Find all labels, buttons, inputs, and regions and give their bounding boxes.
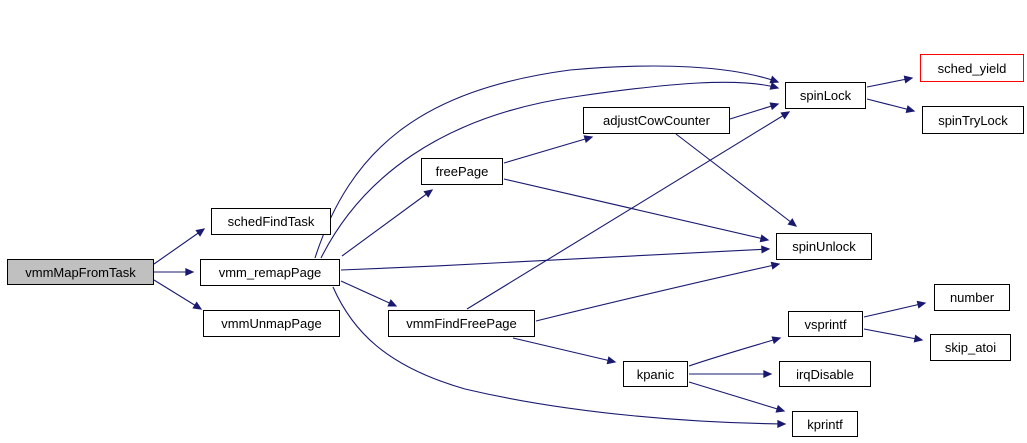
edge-kpanic-to-vsprintf [688,336,782,367]
edge-vmmMapFromTask-to-vmmUnmapPage [153,279,203,310]
node-spinUnlock[interactable]: spinUnlock [776,233,872,260]
edge-vmm_remapPage-to-freePage [341,189,434,257]
node-adjustCowCounter[interactable]: adjustCowCounter [583,107,730,134]
node-kprintf[interactable]: kprintf [792,411,858,437]
node-spinLock[interactable]: spinLock [785,82,866,109]
node-schedFindTask[interactable]: schedFindTask [211,208,331,235]
node-vsprintf[interactable]: vsprintf [788,311,863,337]
edge-spinLock-to-sched_yield [866,75,914,88]
node-vmmUnmapPage[interactable]: vmmUnmapPage [203,310,340,337]
edge-vmm_remapPage-to-kprintf [332,286,787,428]
edge-vmm_remapPage-to-spinLock [314,65,780,259]
edge-vmmFindFreePage-to-spinLock [466,111,791,310]
node-kpanic[interactable]: kpanic [623,361,688,387]
edges-group [153,65,927,428]
edge-vmm_remapPage-to-vmmFindFreePage [340,280,398,307]
edge-vmmFindFreePage-to-kpanic [512,337,617,365]
edge-adjustCowCounter-to-spinLock [729,102,780,120]
node-spinTryLock[interactable]: spinTryLock [922,106,1024,134]
edge-vsprintf-to-number [863,300,927,318]
node-sched_yield[interactable]: sched_yield [920,54,1024,82]
node-number[interactable]: number [934,284,1010,311]
node-irqDisable[interactable]: irqDisable [779,361,871,387]
edge-freePage-to-spinUnlock [503,178,770,243]
edge-freePage-to-adjustCowCounter [503,135,594,164]
edge-vmmFindFreePage-to-spinUnlock [535,261,781,322]
edge-vmm_remapPage-to-spinLock [320,81,780,259]
edge-adjustCowCounter-to-spinUnlock [675,133,798,227]
node-vmm_remapPage[interactable]: vmm_remapPage [200,259,340,286]
node-vmmMapFromTask[interactable]: vmmMapFromTask [7,259,154,285]
edge-kpanic-to-kprintf [688,381,786,413]
node-freePage[interactable]: freePage [421,158,503,185]
edge-vmm_remapPage-to-spinUnlock [340,245,771,271]
node-skip_atoi[interactable]: skip_atoi [930,334,1011,361]
node-vmmFindFreePage[interactable]: vmmFindFreePage [388,310,535,337]
edge-vmmMapFromTask-to-schedFindTask [153,228,206,265]
edge-spinLock-to-spinTryLock [866,98,916,114]
edge-vsprintf-to-skip_atoi [863,328,924,343]
